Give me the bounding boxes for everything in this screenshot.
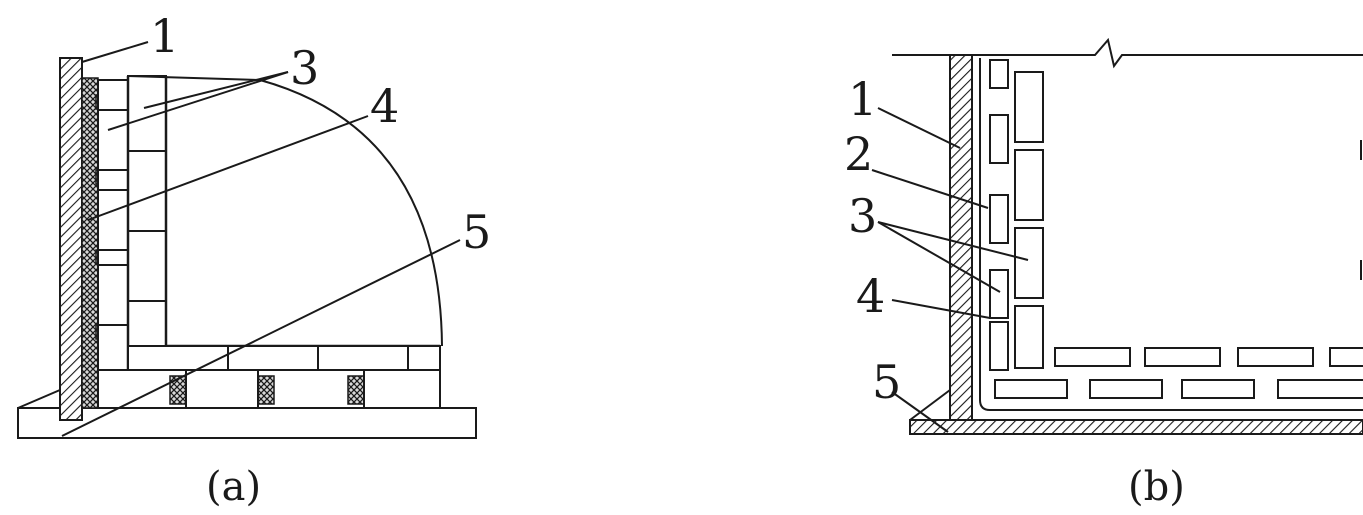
arc-curve-a <box>127 75 443 347</box>
callout-a-4: 4 <box>370 79 399 133</box>
break-line-b <box>892 37 1363 69</box>
callout-a-5: 5 <box>462 205 491 259</box>
callout-b-4: 4 <box>856 269 885 323</box>
figure-b: 1 2 3 4 5 (b) <box>844 37 1363 510</box>
callout-b-2: 2 <box>844 127 873 181</box>
caption-a: (a) <box>206 464 261 510</box>
callout-a-3: 3 <box>290 41 319 95</box>
base-slab-a <box>17 407 477 439</box>
mortar-band-a <box>81 77 99 409</box>
callout-b-5: 5 <box>872 355 901 409</box>
callout-b-1: 1 <box>848 72 877 126</box>
caption-b: (b) <box>1128 464 1185 510</box>
callout-a-1: 1 <box>150 9 179 63</box>
floor-b <box>909 419 1363 435</box>
figure-a: 1 3 4 5 (a) <box>17 9 491 510</box>
callout-b-3: 3 <box>848 189 877 243</box>
outer-wall-a <box>59 57 83 421</box>
outer-wall-b <box>949 54 973 423</box>
